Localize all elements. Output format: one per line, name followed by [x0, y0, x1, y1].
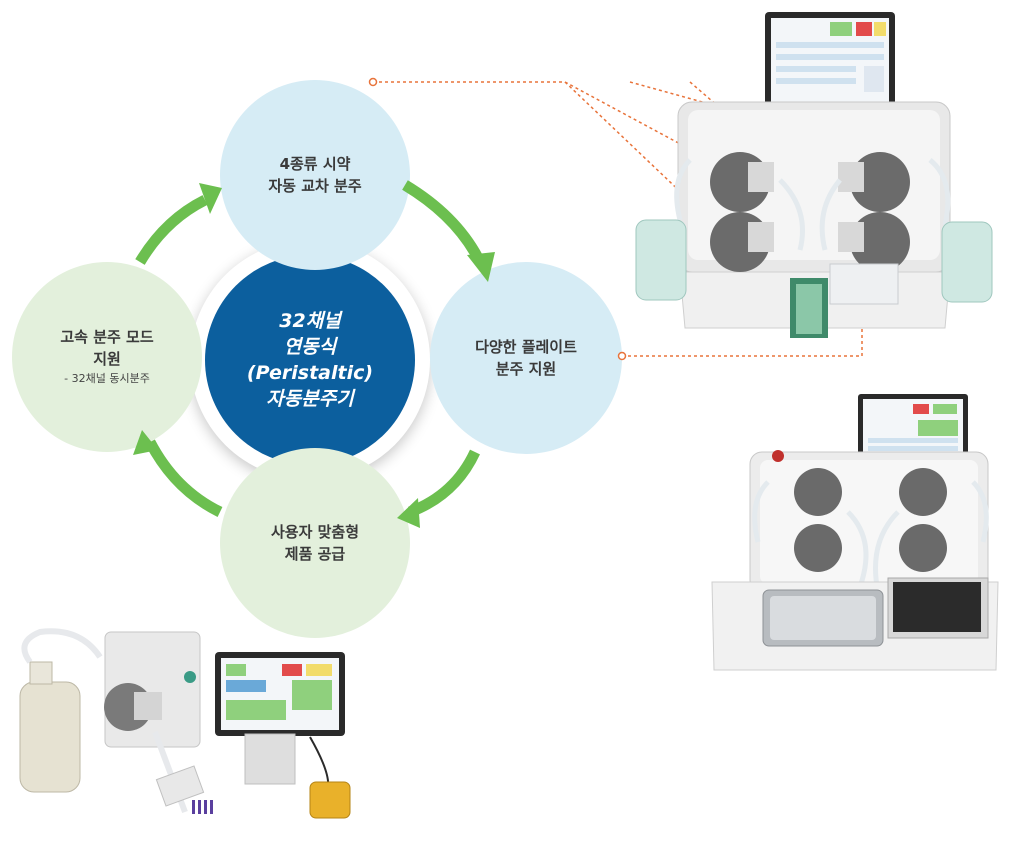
- feature-circle-custom-product: 사용자 맞춤형 제품 공급: [220, 448, 410, 638]
- feature-circle-plate-support: 다양한 플레이트 분주 지원: [430, 262, 622, 454]
- cycle-arrow-bottom-to-left: [145, 439, 223, 517]
- feature-circle-high-speed-mode: 고속 분주 모드 지원 - 32채널 동시분주: [12, 262, 202, 452]
- dispenser-photo-tiprack: [711, 394, 999, 671]
- cycle-arrowhead-4: [133, 430, 158, 455]
- dispenser-photo-4pump: [635, 12, 993, 338]
- callout-dot-2: [617, 351, 627, 361]
- callout-line-plate: [622, 305, 863, 357]
- feature-custom-line-2: 제품 공급: [284, 545, 346, 563]
- cycle-arrow-top-to-right: [402, 180, 483, 261]
- feature-circle-reagent-crossover: 4종류 시약 자동 교차 분주: [220, 80, 410, 270]
- feature-reagent-line-1: 4종류 시약: [279, 155, 351, 173]
- cycle-arrow-right-to-bottom: [407, 449, 480, 518]
- center-title-circle: 32채널 연동식 (Peristaltic) 자동분주기: [205, 255, 415, 465]
- feature-reagent-line-2: 자동 교차 분주: [268, 177, 362, 195]
- dispenser-photo-single-pump: [19, 628, 351, 819]
- cycle-arrow-left-to-top: [135, 195, 208, 265]
- center-title-line-3: (Peristaltic): [246, 362, 374, 384]
- center-title-line-4: 자동분주기: [266, 388, 354, 410]
- callout-dot-1: [368, 77, 378, 87]
- cycle-arrowhead-1: [199, 183, 222, 214]
- feature-custom-line-1: 사용자 맞춤형: [270, 523, 360, 541]
- cycle-arrowhead-2: [467, 252, 495, 282]
- feature-speed-subnote: - 32채널 동시분주: [64, 372, 150, 385]
- feature-plate-line-1: 다양한 플레이트: [475, 338, 577, 356]
- cycle-arrowhead-3: [397, 498, 420, 528]
- feature-speed-line-2: 지원: [93, 350, 121, 368]
- center-title-line-1: 32채널: [279, 310, 341, 332]
- feature-speed-line-1: 고속 분주 모드: [60, 328, 154, 346]
- feature-plate-line-2: 분주 지원: [495, 360, 557, 378]
- center-title-line-2: 연동식: [283, 336, 337, 358]
